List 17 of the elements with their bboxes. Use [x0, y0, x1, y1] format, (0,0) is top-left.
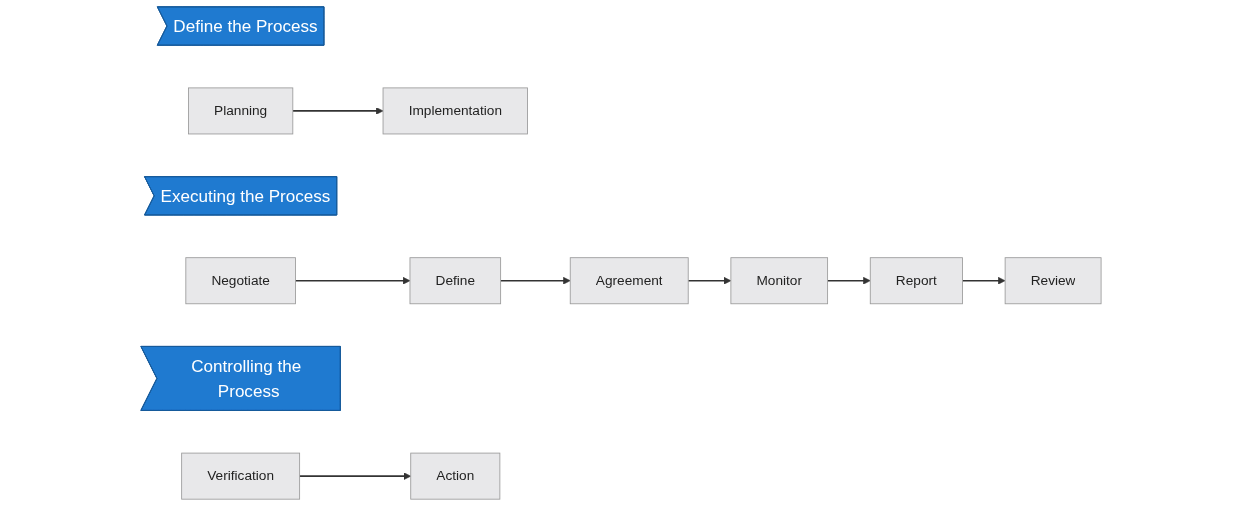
node-box: Report — [869, 257, 963, 305]
arrow — [961, 277, 1006, 285]
arrow — [499, 277, 571, 285]
node-box: Planning — [188, 87, 294, 135]
arrow — [826, 277, 871, 285]
arrow — [687, 277, 732, 285]
node-box: Verification — [181, 452, 301, 500]
node-box: Define — [409, 257, 502, 305]
node-box: Agreement — [569, 257, 689, 305]
node-box: Negotiate — [185, 257, 296, 305]
node-box: Action — [410, 452, 501, 500]
node-box: Monitor — [730, 257, 829, 305]
arrow — [291, 107, 384, 115]
node-box: Review — [1004, 257, 1102, 305]
arrow — [294, 277, 411, 285]
arrow — [298, 472, 412, 480]
node-box: Implementation — [382, 87, 528, 135]
